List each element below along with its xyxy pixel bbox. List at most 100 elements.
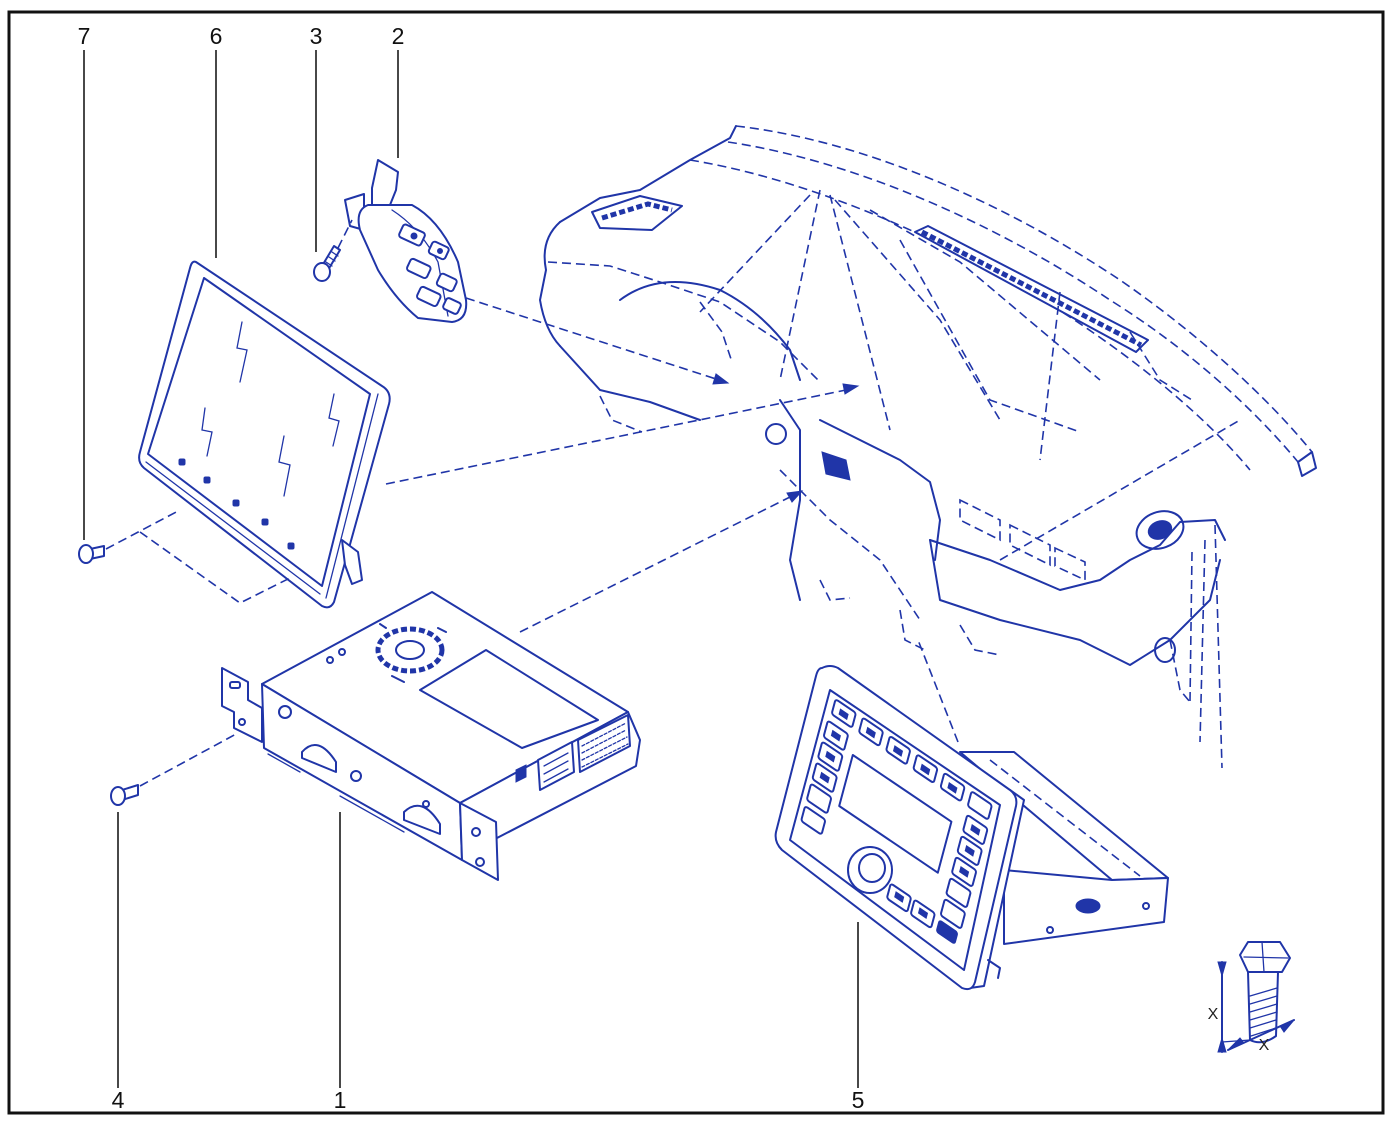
unit-button [941,899,966,929]
panel-right-end [1297,451,1317,477]
bolt-threads [1249,987,1278,1037]
display-glass [147,277,371,587]
unit-button-icon [825,750,836,763]
panel-surface-line-10 [699,301,733,363]
unit-front-bezel [774,665,1018,991]
panel-right-leg-4 [1169,639,1191,703]
unit-button [946,878,971,908]
unit-button [968,791,992,820]
unit-button-icon [947,781,958,794]
switch-button [406,257,432,280]
panel-left-side [539,221,561,347]
unit-button-icon [865,726,876,739]
unit-volume-knob-cap [858,853,886,883]
panel-surface-line-2 [779,189,821,381]
callout-1: 1 [334,1087,347,1113]
receiver-front-hole [422,800,430,808]
panel-surface-line-3 [829,194,891,431]
panel-surface-line-8 [1129,331,1193,401]
panel-surface-line-9 [999,419,1241,561]
dimension-arrow [1279,1019,1295,1033]
dimension-arrow [1217,961,1227,978]
panel-surface-line-1 [699,194,811,313]
receiver-top-hole [326,656,334,664]
unit-button-icon [819,771,830,784]
panel-right-bottom-edge [929,539,1221,666]
unit-button [859,718,883,747]
unit-button [807,783,832,813]
instrument-panel [539,125,1317,769]
receiver-top-hole [338,648,346,656]
panel-center-detail [779,469,921,621]
receiver-label-plate [419,649,599,749]
panel-left-detail [547,261,821,383]
receiver-fan-marks [379,623,447,683]
unit-foot [987,959,1001,979]
receiver-connector-pins [543,752,569,783]
panel-lower-brackets [819,579,1001,656]
display-glare-4 [328,393,340,447]
panel-right-leg-3 [1189,551,1193,703]
guide-arrow-radio [786,490,804,503]
receiver-side-jack [515,764,527,783]
display-stand [341,539,363,585]
display-side-edge [325,393,379,599]
unit-button-icon [964,845,975,857]
display-glare-3 [278,435,291,497]
panel-switch-cluster [959,498,1086,582]
receiver-front-notch [301,743,337,773]
panel-left-vent-slats [601,201,673,221]
radio-receiver-1 [221,591,641,881]
unit-housing-top-detail [989,759,1141,877]
screw-4-guide [139,732,239,787]
unit-housing-hole [1046,926,1054,934]
display-button [232,499,240,507]
panel-top-edge-inner [727,141,1299,463]
unit-button-icon [892,745,904,757]
unit-button-grid [797,698,994,946]
diagram-frame [7,10,1385,1115]
receiver-right-bracket [459,802,499,881]
panel-lower-hole [1154,637,1176,663]
receiver-bracket-hole [238,718,246,726]
switch-button [435,272,458,293]
dimension-label-diameter: X [1259,1037,1270,1054]
switch-button [416,285,442,308]
callout-2: 2 [392,23,405,49]
display-button [261,518,269,526]
guide-line-control-unit [917,639,959,743]
switch-assembly-2 [344,159,468,323]
switch-button-icon [410,232,418,240]
dimension-arrow [1227,1037,1245,1051]
unit-button [801,806,825,835]
unit-button [832,699,856,728]
unit-button [824,720,849,750]
unit-button [911,900,935,929]
panel-surface-line-6 [899,239,1081,433]
guide-line-display [385,389,847,485]
unit-button-icon [830,729,841,742]
callout-7: 7 [78,23,91,49]
unit-housing-hole [1142,902,1150,910]
receiver-front-hole [278,705,292,719]
display-glare-1 [236,321,248,383]
receiver-bracket-hole [475,857,485,867]
callouts: 7 6 3 2 4 1 5 [78,23,865,1113]
display-mount-guide [139,531,291,604]
unit-button-icon [838,708,849,721]
callout-3: 3 [310,23,323,49]
receiver-grille [577,714,631,773]
display-screw-guide [105,509,181,550]
panel-center-stack-left [779,399,801,601]
bolt-dimension-symbol: X X [1208,941,1295,1054]
unit-button [957,836,982,866]
panel-center-vent [821,451,851,481]
unit-front-face [789,689,1001,971]
switch-button-icon [437,248,443,254]
display-button [287,542,295,550]
panel-right-vent [1135,510,1185,550]
screw-7 [78,544,105,564]
panel-surface-line-7 [1039,291,1061,461]
screw-3-head [313,262,331,282]
